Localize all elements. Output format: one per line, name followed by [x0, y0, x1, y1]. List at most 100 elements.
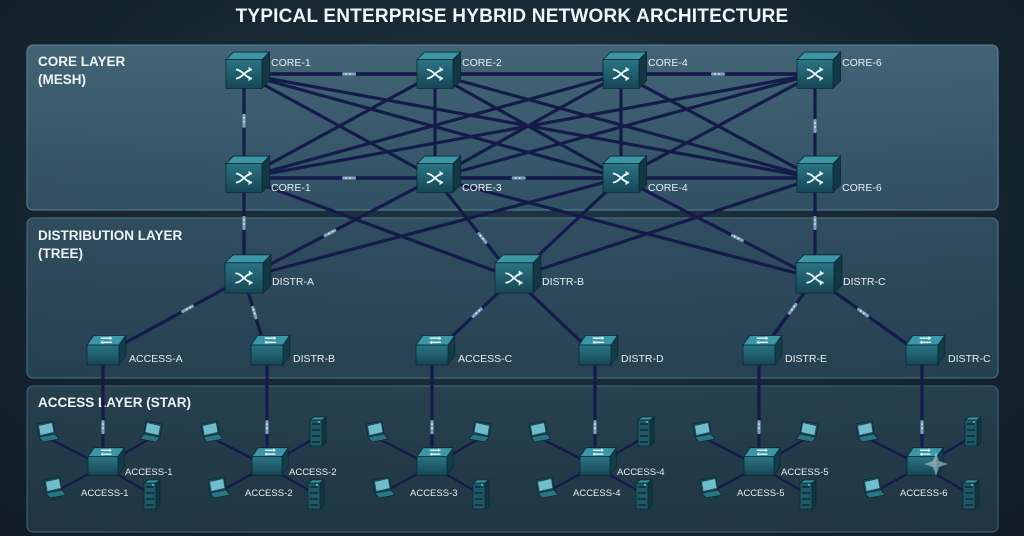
- laptop[interactable]: [36, 420, 60, 443]
- laptop[interactable]: [855, 420, 879, 443]
- core-cross-link: [619, 72, 817, 180]
- sparkle-icon: [924, 452, 948, 476]
- laptop[interactable]: [372, 476, 396, 499]
- laptop[interactable]: [535, 476, 559, 499]
- hub-label-lower: ACCESS-5: [737, 488, 785, 499]
- access-switch[interactable]: [250, 334, 291, 367]
- switch-arrows-icon: [429, 448, 441, 457]
- access-hub-switch[interactable]: [416, 446, 455, 477]
- core-layer-title: CORE LAYER: [38, 54, 126, 69]
- server[interactable]: [636, 416, 656, 447]
- laptop[interactable]: [528, 420, 552, 443]
- laptop[interactable]: [468, 420, 492, 443]
- core-router-top[interactable]: [416, 51, 462, 90]
- server[interactable]: [634, 479, 654, 510]
- laptop[interactable]: [699, 476, 723, 499]
- server[interactable]: [798, 479, 818, 510]
- packet-marker: [181, 304, 195, 314]
- packet-marker: [471, 307, 483, 319]
- laptop[interactable]: [692, 420, 716, 443]
- access-switch-label: DISTR-E: [785, 353, 827, 365]
- core-router-top[interactable]: [602, 51, 648, 90]
- hub-label-lower: ACCESS-1: [81, 488, 129, 499]
- server[interactable]: [142, 479, 162, 510]
- laptop[interactable]: [862, 476, 886, 499]
- switch-arrows-icon: [756, 448, 768, 457]
- router-arrows-icon: [806, 66, 824, 82]
- core-top-label: CORE-4: [648, 57, 688, 69]
- core-bottom-label: CORE-6: [842, 182, 882, 194]
- distribution-router[interactable]: [224, 253, 272, 295]
- access-switch[interactable]: [86, 334, 127, 367]
- access-hub-switch[interactable]: [743, 446, 782, 477]
- laptop[interactable]: [795, 420, 819, 443]
- packet-marker: [920, 420, 924, 435]
- server[interactable]: [963, 416, 983, 447]
- packet-marker: [251, 305, 258, 320]
- hub-label-lower: ACCESS-2: [245, 488, 293, 499]
- distribution-label: DISTR-B: [542, 276, 584, 288]
- packet-marker: [101, 420, 105, 435]
- laptop[interactable]: [43, 476, 67, 499]
- packet-marker: [430, 420, 434, 435]
- core-router-bottom[interactable]: [225, 155, 271, 194]
- distribution-router[interactable]: [795, 253, 843, 295]
- laptop[interactable]: [200, 420, 224, 443]
- packet-marker: [787, 302, 798, 315]
- hub-label-upper: ACCESS-4: [617, 467, 665, 478]
- access-layer-title: ACCESS LAYER (STAR): [38, 395, 191, 410]
- core-router-bottom[interactable]: [796, 155, 842, 194]
- router-arrows-icon: [235, 66, 253, 82]
- switch-arrows-icon: [429, 336, 441, 345]
- access-switch[interactable]: [905, 334, 946, 367]
- hub-label-lower: ACCESS-4: [573, 488, 621, 499]
- access-switch-label: DISTR-C: [948, 353, 991, 365]
- packet-marker: [813, 119, 817, 133]
- distribution-access-link: [101, 276, 246, 357]
- laptop[interactable]: [207, 476, 231, 499]
- core-cross-link: [433, 72, 817, 180]
- router-arrows-icon: [235, 270, 253, 286]
- access-hub-switch[interactable]: [906, 446, 945, 477]
- core-cross-link: [242, 72, 437, 180]
- server[interactable]: [961, 479, 981, 510]
- access-switch[interactable]: [742, 334, 783, 367]
- switch-arrows-icon: [100, 448, 112, 457]
- distribution-router[interactable]: [494, 253, 542, 295]
- distribution-label: DISTR-A: [272, 276, 314, 288]
- core-router-top[interactable]: [796, 51, 842, 90]
- router-arrows-icon: [612, 66, 630, 82]
- access-switch[interactable]: [415, 334, 456, 367]
- core-router-top[interactable]: [225, 51, 271, 90]
- access-hub-switch[interactable]: [579, 446, 618, 477]
- switch-arrows-icon: [592, 336, 604, 345]
- core-distribution-link: [433, 176, 817, 280]
- server[interactable]: [306, 479, 326, 510]
- router-arrows-icon: [505, 270, 523, 286]
- packet-marker: [511, 176, 526, 180]
- core-layer-subtitle: (MESH): [38, 72, 86, 87]
- access-switch[interactable]: [578, 334, 619, 367]
- core-distribution-link: [619, 176, 817, 280]
- access-hub-switch[interactable]: [87, 446, 126, 477]
- router-arrows-icon: [806, 170, 824, 186]
- core-cross-link: [242, 72, 623, 180]
- switch-arrows-icon: [919, 336, 931, 345]
- distribution-layer-title: DISTRIBUTION LAYER: [38, 228, 183, 243]
- switch-arrows-icon: [264, 336, 276, 345]
- laptop[interactable]: [139, 420, 163, 443]
- server[interactable]: [471, 479, 491, 510]
- core-router-bottom[interactable]: [416, 155, 462, 194]
- server[interactable]: [308, 416, 328, 447]
- laptop[interactable]: [365, 420, 389, 443]
- core-top-label: CORE-1: [271, 57, 311, 69]
- router-arrows-icon: [612, 170, 630, 186]
- packet-marker: [477, 232, 488, 244]
- access-switch-label: DISTR-B: [293, 353, 335, 365]
- core-router-bottom[interactable]: [602, 155, 648, 194]
- switch-arrows-icon: [756, 336, 768, 345]
- switch-arrows-icon: [100, 336, 112, 345]
- access-hub-switch[interactable]: [251, 446, 290, 477]
- core-distribution-link: [242, 176, 516, 280]
